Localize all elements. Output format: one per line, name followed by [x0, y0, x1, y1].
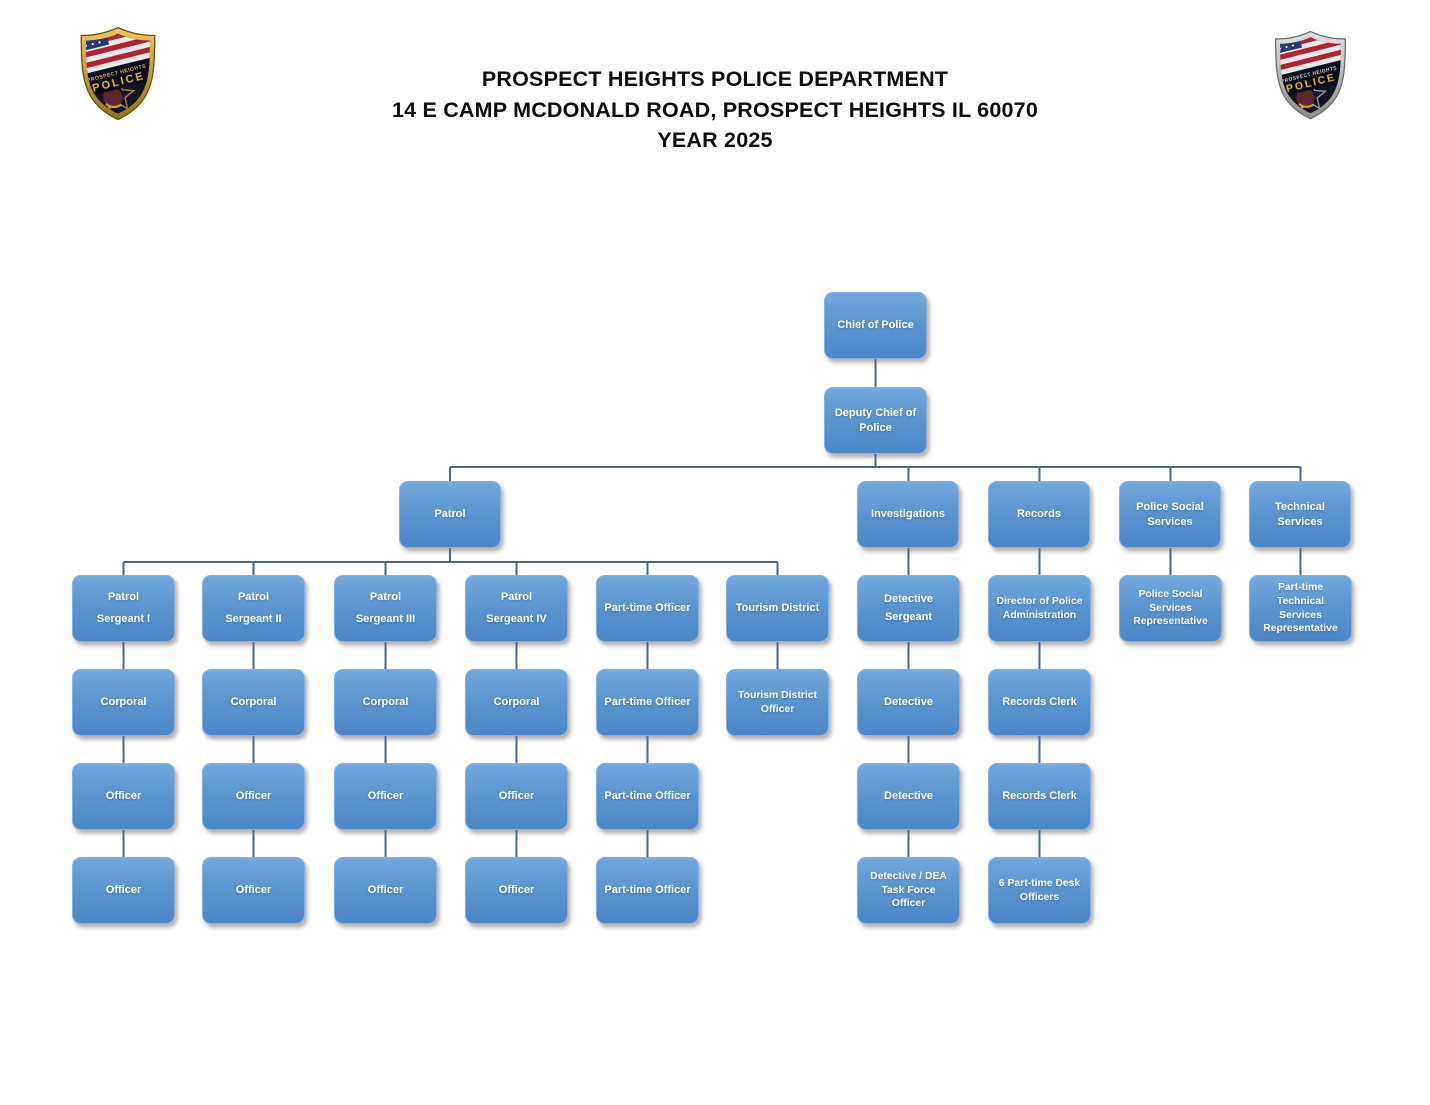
org-box-label: Police Social Services — [1136, 500, 1204, 528]
org-box-label: Part-time Officer — [604, 790, 691, 803]
org-box-label: Deputy Chief of Police — [834, 406, 917, 434]
org-box-label: Corporal — [362, 696, 409, 709]
org-box-label: Patrol Sergeant IV — [486, 591, 547, 625]
org-box-officer: Officer — [72, 857, 175, 924]
org-box-part-time-technical-services-representative: Part-time Technical Services Representat… — [1249, 575, 1352, 642]
org-box-label: Tourism District Officer — [738, 689, 817, 715]
org-box-patrol-sergeant-4: Patrol Sergeant IV — [465, 575, 568, 642]
org-box-detective-sergeant: Detective Sergeant — [857, 575, 960, 642]
org-box-patrol-sergeant-1: Patrol Sergeant I — [72, 575, 175, 642]
org-box-detective: Detective — [857, 763, 960, 830]
org-box-label: Corporal — [493, 696, 540, 709]
org-box-part-time-officer: Part-time Officer — [596, 857, 699, 924]
org-box-investigations: Investigations — [857, 481, 959, 548]
org-box-patrol-sergeant-2: Patrol Sergeant II — [202, 575, 305, 642]
org-box-tourism-district-officer: Tourism District Officer — [726, 669, 829, 736]
org-box-label: Records Clerk — [1002, 790, 1077, 803]
org-box-records-clerk: Records Clerk — [988, 763, 1091, 830]
org-box-label: Officer — [498, 790, 535, 803]
org-box-label: 6 Part-time Desk Officers — [998, 877, 1081, 903]
org-box-label: Detective — [884, 696, 933, 709]
org-box-label: Patrol — [434, 508, 466, 521]
org-box-label: Chief of Police — [837, 319, 914, 332]
org-box-label: Records — [1016, 508, 1062, 521]
org-box-label: Officer — [235, 884, 272, 897]
org-box-officer: Officer — [72, 763, 175, 830]
org-box-tourism-district: Tourism District — [726, 575, 829, 642]
org-box-chief-of-police: Chief of Police — [824, 292, 927, 359]
page-header: PROSPECT HEIGHTS POLICE DEPARTMENT 14 E … — [0, 64, 1430, 156]
org-box-part-time-officer: Part-time Officer — [596, 669, 699, 736]
org-box-corporal-4: Corporal — [465, 669, 568, 736]
badge-eagle-icon — [1296, 88, 1315, 108]
org-box-officer: Officer — [465, 763, 568, 830]
org-box-label: Officer — [105, 884, 142, 897]
org-box-deputy-chief-of-police: Deputy Chief of Police — [824, 387, 927, 454]
org-box-label: Director of Police Administration — [996, 595, 1083, 621]
org-box-part-time-officer: Part-time Officer — [596, 763, 699, 830]
org-box-label: Officer — [105, 790, 142, 803]
org-box-label: Police Social Services Representative — [1133, 589, 1208, 628]
org-box-label: Technical Services — [1275, 500, 1325, 528]
org-box-patrol-sergeant-3: Patrol Sergeant III — [334, 575, 437, 642]
org-box-label: Patrol Sergeant III — [355, 591, 416, 625]
org-box-officer: Officer — [334, 763, 437, 830]
org-box-label: Investigations — [871, 508, 945, 521]
org-box-label: Part-time Officer — [604, 884, 691, 897]
org-box-police-social-services-representative: Police Social Services Representative — [1119, 575, 1222, 642]
org-box-police-social-services: Police Social Services — [1119, 481, 1221, 548]
chart-year: YEAR 2025 — [657, 128, 773, 152]
org-box-records-clerk: Records Clerk — [988, 669, 1091, 736]
department-title: PROSPECT HEIGHTS POLICE DEPARTMENT — [481, 67, 949, 91]
org-box-label: Records Clerk — [1002, 696, 1077, 709]
org-box-corporal-1: Corporal — [72, 669, 175, 736]
org-box-label: Patrol Sergeant I — [96, 591, 151, 625]
org-box-label: Officer — [498, 884, 535, 897]
org-box-label: Detective / DEA Task Force Officer — [870, 871, 947, 910]
org-box-director-of-police-administration: Director of Police Administration — [988, 575, 1091, 642]
org-box-label: Detective Sergeant — [884, 593, 933, 623]
org-box-officer: Officer — [202, 857, 305, 924]
department-address: 14 E CAMP MCDONALD ROAD, PROSPECT HEIGHT… — [392, 97, 1038, 122]
org-box-patrol: Patrol — [399, 481, 501, 548]
org-box-technical-services: Technical Services — [1249, 481, 1351, 548]
org-box-label: Tourism District — [735, 602, 820, 615]
org-box-detective-dea-task-force-officer: Detective / DEA Task Force Officer — [857, 857, 960, 924]
org-box-corporal-2: Corporal — [202, 669, 305, 736]
org-box-label: Part-time Technical Services Representat… — [1263, 582, 1338, 635]
org-box-records: Records — [988, 481, 1090, 548]
org-box-label: Part-time Officer — [604, 696, 691, 709]
police-badge-icon: PROSPECT HEIGHTS POLICE — [80, 26, 156, 121]
badge-eagle-icon — [103, 88, 123, 108]
org-box-officer: Officer — [465, 857, 568, 924]
org-box-label: Officer — [367, 884, 404, 897]
org-box-officer: Officer — [202, 763, 305, 830]
org-box-label: Officer — [367, 790, 404, 803]
org-box-label: Officer — [235, 790, 272, 803]
org-box-label: Patrol Sergeant II — [225, 591, 282, 625]
org-box-part-time-officer: Part-time Officer — [596, 575, 699, 642]
org-box-label: Corporal — [100, 696, 147, 709]
org-box-part-time-desk-officers: 6 Part-time Desk Officers — [988, 857, 1091, 924]
org-box-label: Detective — [884, 790, 933, 803]
org-box-label: Corporal — [230, 696, 277, 709]
org-box-officer: Officer — [334, 857, 437, 924]
org-box-detective: Detective — [857, 669, 960, 736]
org-box-corporal-3: Corporal — [334, 669, 437, 736]
org-box-label: Part-time Officer — [604, 602, 691, 615]
police-badge-icon: PROSPECT HEIGHTS POLICE — [1275, 30, 1346, 120]
